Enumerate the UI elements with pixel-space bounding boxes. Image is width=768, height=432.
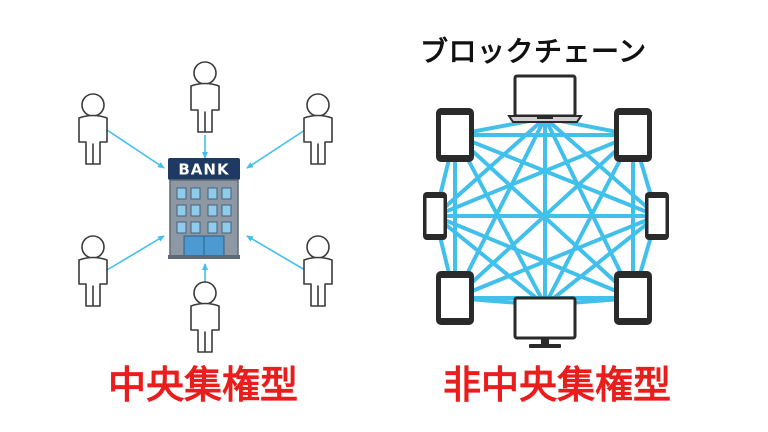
- tablet-icon: [436, 271, 474, 325]
- mesh-link: [453, 214, 659, 300]
- node-phone-right: [645, 192, 669, 240]
- mesh-link: [433, 214, 635, 300]
- bank-label: BANK: [178, 161, 230, 179]
- blockchain-diagram: [423, 74, 669, 348]
- node-tablet-top-right: [614, 108, 652, 162]
- tablet-icon: [436, 108, 474, 162]
- monitor-icon: [513, 296, 577, 348]
- person-icon: [78, 93, 108, 165]
- mesh-link: [543, 133, 635, 307]
- mesh-link: [453, 133, 635, 300]
- arrow-bottom-right: [246, 235, 306, 271]
- person-icon: [78, 235, 108, 307]
- person-bottom-left: [78, 235, 108, 307]
- person-icon: [190, 61, 220, 133]
- caption-centralized: 中央集権型: [108, 363, 299, 407]
- node-laptop-top: [507, 74, 583, 123]
- tablet-icon: [614, 271, 652, 325]
- phone-icon: [423, 192, 447, 240]
- person-icon: [303, 93, 333, 165]
- centralized-diagram: BANK: [78, 61, 333, 353]
- person-icon: [303, 235, 333, 307]
- caption-decentralized: 非中央集権型: [443, 363, 672, 407]
- blockchain-title: ブロックチェーン: [420, 35, 647, 68]
- bank-building-icon: BANK: [168, 158, 240, 259]
- phone-icon: [645, 192, 669, 240]
- node-tablet-top-left: [436, 108, 474, 162]
- node-tablet-bottom-left: [436, 271, 474, 325]
- mesh-link: [543, 214, 659, 307]
- mesh-link: [453, 133, 659, 218]
- arrow-bottom-left: [106, 235, 165, 271]
- person-top: [190, 61, 220, 133]
- laptop-icon: [507, 74, 583, 123]
- mesh-link: [453, 133, 547, 307]
- person-bottom: [190, 281, 220, 353]
- mesh-link: [453, 116, 547, 300]
- person-top-left: [78, 93, 108, 165]
- connector-arrows: [106, 129, 306, 282]
- person-bottom-right: [303, 235, 333, 307]
- person-icon: [190, 281, 220, 353]
- node-monitor-bottom: [513, 296, 577, 348]
- arrow-top-right: [246, 129, 306, 169]
- mesh-link: [433, 133, 635, 218]
- arrow-top-left: [106, 129, 165, 169]
- person-top-right: [303, 93, 333, 165]
- mesh-link: [543, 116, 635, 300]
- node-tablet-bottom-right: [614, 271, 652, 325]
- tablet-icon: [614, 108, 652, 162]
- node-phone-left: [423, 192, 447, 240]
